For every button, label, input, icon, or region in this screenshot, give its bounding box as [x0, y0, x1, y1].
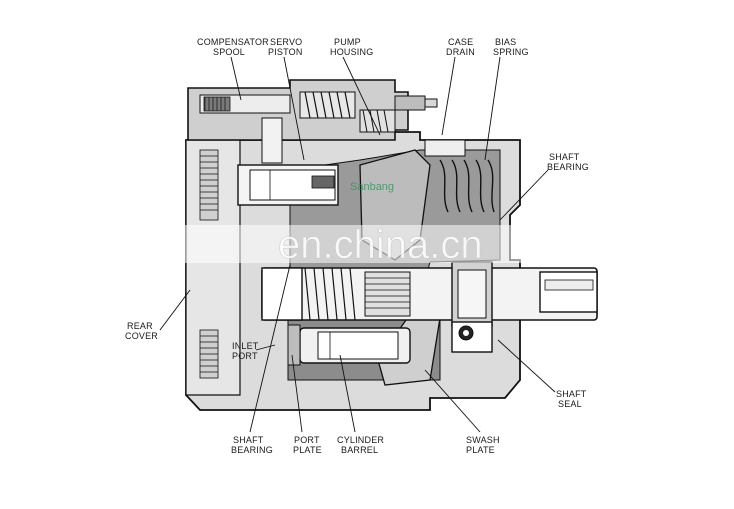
- rear-cover-threads: [199, 149, 219, 221]
- svg-text:COMPENSATOR: COMPENSATOR: [197, 37, 269, 47]
- label-compensator-spool: COMPENSATOR SPOOL: [197, 37, 269, 57]
- cylinder-barrel: [299, 327, 411, 364]
- drive-shaft: [261, 261, 598, 327]
- svg-text:PLATE: PLATE: [293, 445, 322, 455]
- svg-text:DRAIN: DRAIN: [446, 47, 475, 57]
- svg-text:CYLINDER: CYLINDER: [337, 435, 384, 445]
- watermark-band: [180, 225, 530, 263]
- svg-text:BARREL: BARREL: [341, 445, 378, 455]
- label-shaft-bearing-right: SHAFT BEARING: [547, 152, 589, 172]
- leader-lines: [159, 56, 556, 433]
- svg-text:COVER: COVER: [125, 331, 158, 341]
- svg-text:SPRING: SPRING: [493, 47, 529, 57]
- svg-text:SHAFT: SHAFT: [549, 152, 580, 162]
- label-swash-plate: SWASH PLATE: [466, 435, 500, 455]
- label-cylinder-barrel: CYLINDER BARREL: [337, 435, 384, 455]
- servo-piston: [237, 164, 339, 206]
- svg-text:SWASH: SWASH: [466, 435, 500, 445]
- label-case-drain: CASE DRAIN: [446, 37, 475, 57]
- svg-text:PUMP: PUMP: [334, 37, 361, 47]
- svg-text:HOUSING: HOUSING: [330, 47, 373, 57]
- svg-text:BEARING: BEARING: [231, 445, 273, 455]
- svg-text:REAR: REAR: [127, 321, 153, 331]
- svg-text:SERVO: SERVO: [270, 37, 302, 47]
- port-plate: [287, 324, 301, 366]
- compensator-block: [187, 79, 438, 164]
- svg-text:SEAL: SEAL: [558, 399, 582, 409]
- svg-text:SHAFT: SHAFT: [556, 389, 587, 399]
- watermark-text: en.china.cn: [278, 223, 483, 267]
- svg-text:CASE: CASE: [448, 37, 473, 47]
- label-rear-cover: REAR COVER: [125, 321, 158, 341]
- label-inlet-port: INLET PORT: [232, 341, 259, 361]
- bias-spring: [424, 139, 495, 213]
- label-servo-piston: SERVO PISTON: [268, 37, 303, 57]
- svg-text:SHAFT: SHAFT: [233, 435, 264, 445]
- label-pump-housing: PUMP HOUSING: [330, 37, 373, 57]
- label-shaft-bearing-bottom: SHAFT BEARING: [231, 435, 273, 455]
- label-bias-spring: BIAS SPRING: [493, 37, 529, 57]
- svg-text:PORT: PORT: [294, 435, 320, 445]
- svg-text:PISTON: PISTON: [268, 47, 303, 57]
- svg-text:BIAS: BIAS: [495, 37, 516, 47]
- label-port-plate: PORT PLATE: [293, 435, 322, 455]
- inlet-port-threads: [199, 329, 219, 379]
- svg-text:SPOOL: SPOOL: [213, 47, 245, 57]
- svg-text:INLET: INLET: [232, 341, 259, 351]
- label-shaft-seal: SHAFT SEAL: [556, 389, 587, 409]
- shaft-seal: [451, 321, 493, 353]
- svg-text:PORT: PORT: [232, 351, 258, 361]
- svg-text:BEARING: BEARING: [547, 162, 589, 172]
- watermark-small-text: Sanbang: [350, 181, 394, 193]
- svg-text:PLATE: PLATE: [466, 445, 495, 455]
